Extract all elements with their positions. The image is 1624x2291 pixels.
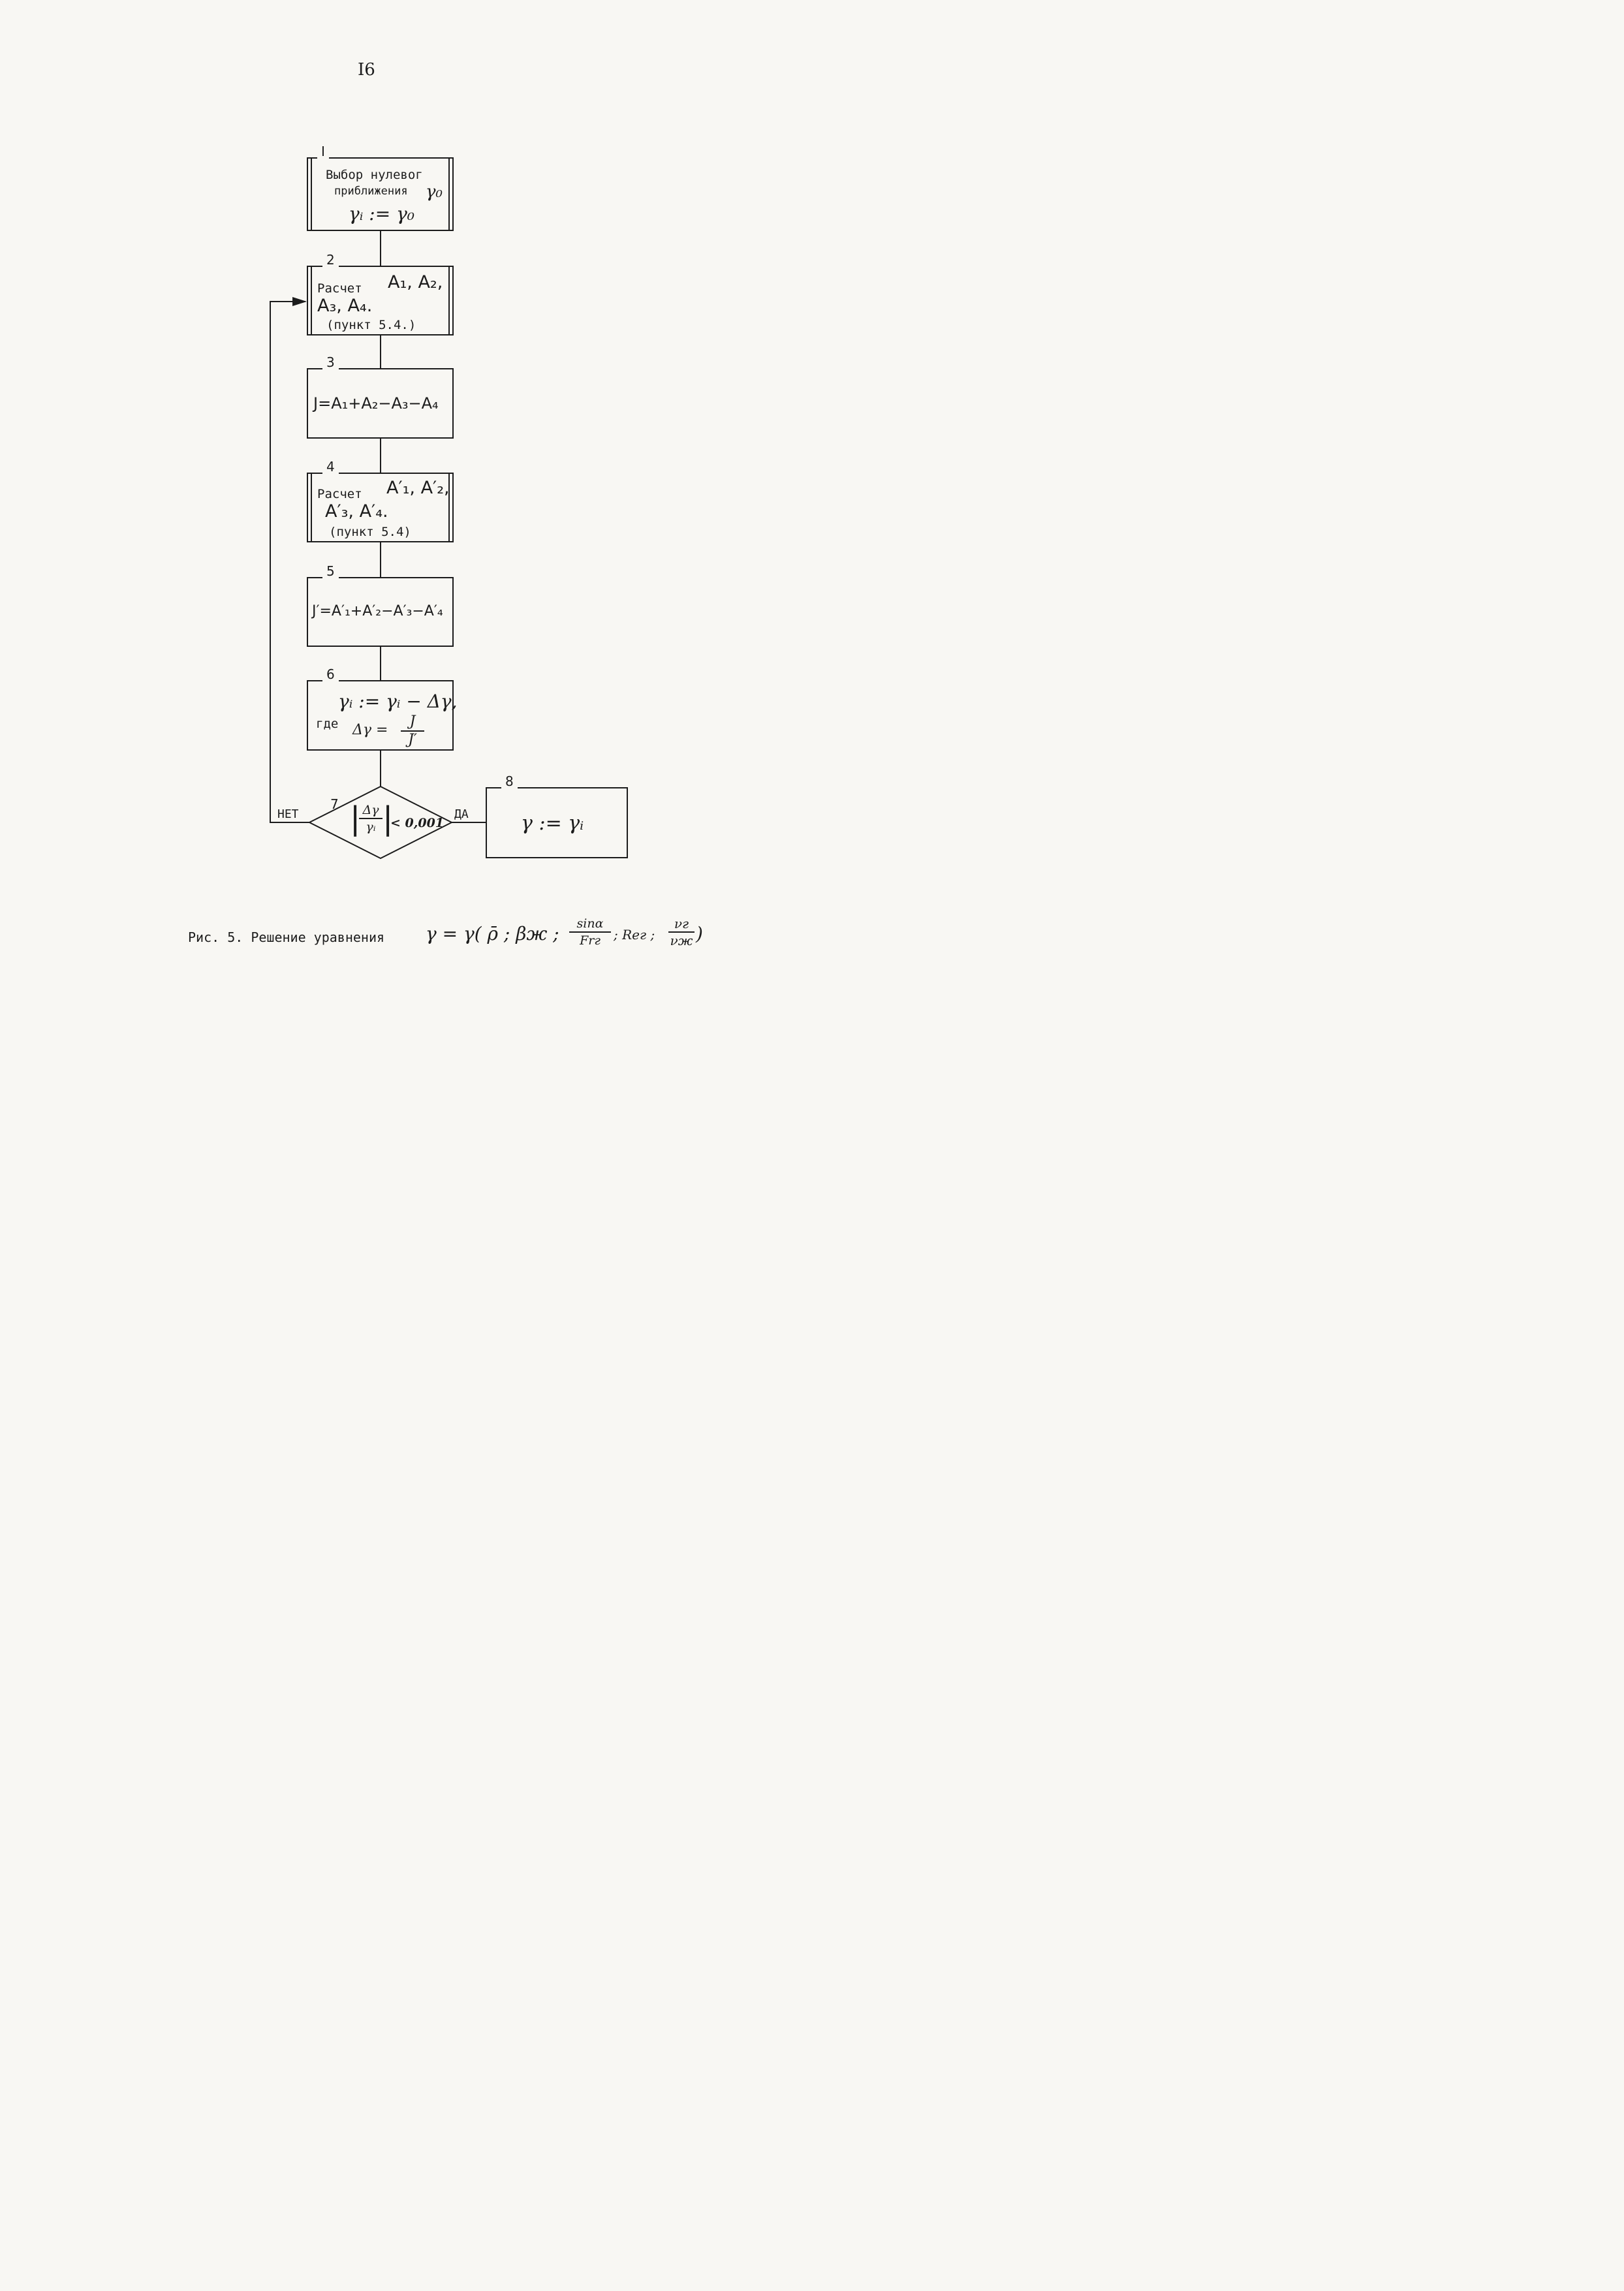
decision-numerator: Δγ — [362, 803, 379, 817]
block-2-note: (пункт 5.4.) — [326, 318, 416, 332]
block-number-1: I — [317, 144, 329, 159]
block-2-formula-2: A₃, A₄. — [317, 296, 373, 316]
decision-abs-open: | — [350, 800, 361, 837]
flowchart-connectors — [270, 231, 486, 860]
loop-arrowhead — [292, 297, 307, 306]
block-1-line2: приближения — [334, 185, 408, 198]
block-8-result: 8 γ := γᵢ — [486, 774, 628, 858]
caption-formula-start: γ = γ( ρ̄ ; βж ; — [426, 923, 559, 944]
caption-close-paren: ) — [696, 923, 703, 944]
block-6-update-gamma: 6 γᵢ := γᵢ − Δγ, где Δγ = J J′ — [307, 667, 458, 751]
caption-fraction-2: νг νж — [668, 916, 695, 948]
block-5-formula: J′=A′₁+A′₂−A′₃−A′₄ — [312, 603, 443, 619]
block-8-formula: γ := γᵢ — [521, 812, 584, 835]
block-5-sum-j-prime: 5 J′=A′₁+A′₂−A′₃−A′₄ — [307, 564, 454, 647]
decision-diamond — [307, 785, 454, 860]
block-6-where: где — [316, 717, 339, 731]
block-1-line1: Выбор нулевог — [326, 168, 423, 182]
block-1-assignment: γᵢ := γ₀ — [349, 203, 415, 225]
block-2-label: Расчет — [317, 281, 362, 296]
decision-fraction: Δγ γᵢ — [359, 803, 383, 834]
block-1-gamma0: γ₀ — [426, 182, 443, 202]
block-number-5: 5 — [322, 564, 339, 578]
caption-fraction-1-num: sinα — [576, 916, 604, 931]
block-6-denominator: J′ — [408, 732, 417, 748]
block-4-formula-1: A′₁, A′₂, — [386, 478, 450, 498]
caption-fraction-2-num: νг — [674, 916, 689, 931]
block-2-calc-a: 2 Расчет A₁, A₂, A₃, A₄. (пункт 5.4.) — [307, 253, 454, 335]
block-3-formula: J=A₁+A₂−A₃−A₄ — [313, 394, 439, 413]
caption-fraction-1-den: Frг — [580, 933, 601, 948]
block-number-2: 2 — [322, 253, 339, 267]
caption-fraction-1: sinα Frг — [569, 916, 611, 948]
page-number: I6 — [358, 60, 375, 80]
caption-text: Рис. 5. Решение уравнения — [188, 929, 385, 945]
branch-yes-label: ДА — [454, 807, 469, 821]
block-number-8: 8 — [501, 774, 518, 788]
caption-fraction-2-den: νж — [670, 933, 693, 948]
decision-abs-close: | — [383, 800, 394, 837]
block-number-4: 4 — [322, 460, 339, 474]
decision-comparison: < 0,001 — [390, 816, 445, 830]
block-4-formula-2: A′₃, A′₄. — [325, 501, 388, 522]
block-4-calc-a-prime: 4 Расчет A′₁, A′₂, A′₃, A′₄. (пункт 5.4) — [307, 460, 454, 542]
block-1-initial-approximation: I Выбор нулевог приближения γ₀ γᵢ := γ₀ — [307, 144, 454, 231]
decision-denominator: γᵢ — [366, 820, 376, 834]
block-3-sum-j: 3 J=A₁+A₂−A₃−A₄ — [307, 355, 454, 439]
block-6-formula: γᵢ := γᵢ − Δγ, — [338, 691, 458, 712]
block-6-fraction: J J′ — [401, 714, 424, 748]
block-6-numerator: J — [409, 713, 416, 730]
loop-back-no-line — [270, 301, 309, 823]
block-number-7: 7 — [330, 796, 339, 812]
block-4-note: (пункт 5.4) — [329, 525, 411, 539]
block-4-label: Расчет — [317, 487, 362, 501]
block-2-formula-1: A₁, A₂, — [388, 272, 443, 292]
block-6-delta: Δγ = — [352, 722, 388, 738]
block-number-3: 3 — [322, 355, 339, 369]
caption-separator: ; Reг ; — [614, 927, 655, 943]
branch-no-label: НЕТ — [277, 807, 299, 821]
block-number-6: 6 — [322, 667, 339, 681]
